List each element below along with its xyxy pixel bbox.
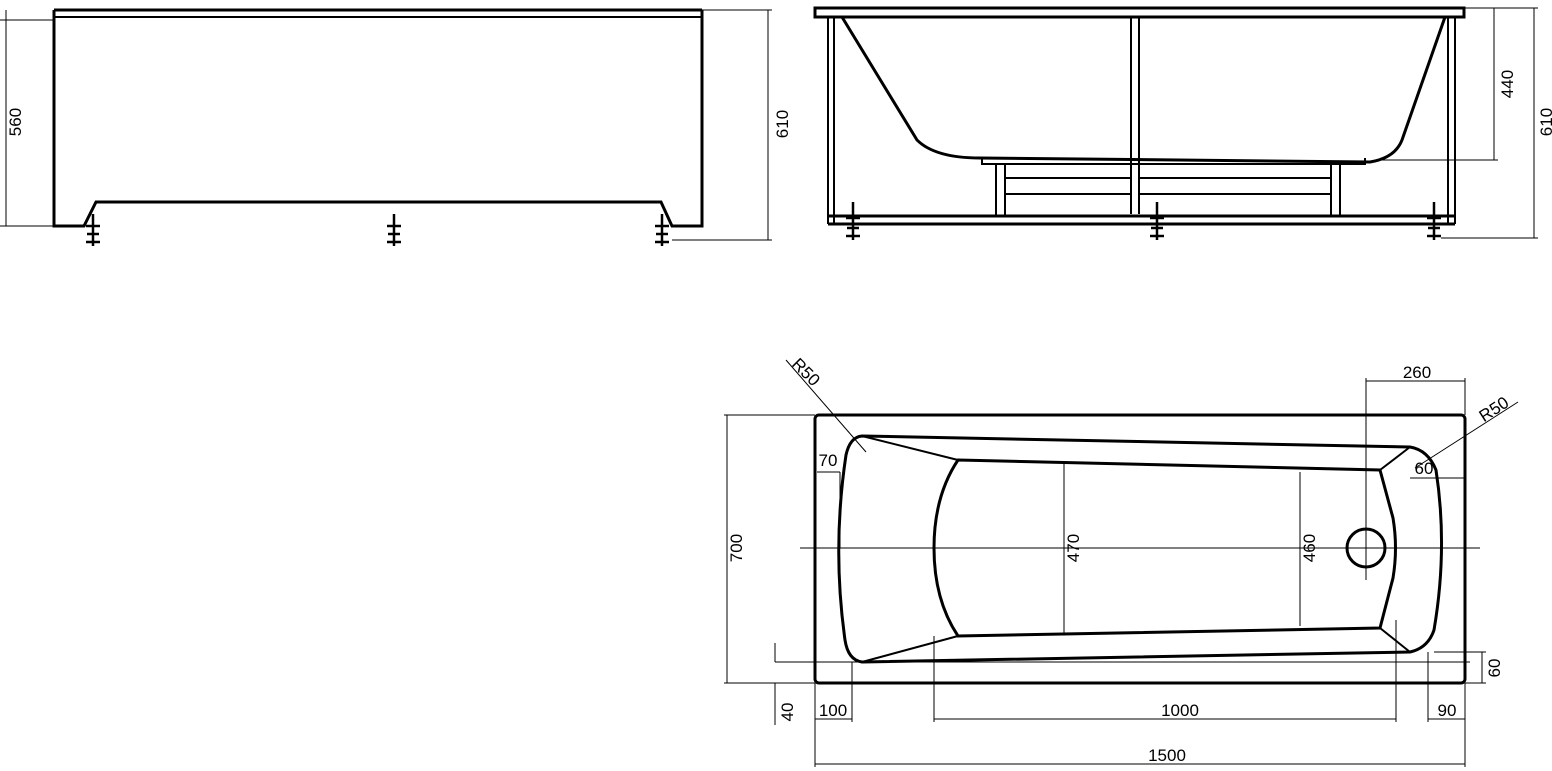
front-dim-560: 560 <box>0 10 54 227</box>
side-dim-610: 610 <box>1441 7 1552 239</box>
front-foot-right <box>655 214 669 246</box>
top-dim-60-corner: 60 <box>1410 459 1465 479</box>
front-foot-center <box>387 214 401 246</box>
side-foot-left <box>846 202 860 240</box>
top-dim-470: 470 <box>1063 462 1083 634</box>
front-dim-560-label: 560 <box>6 108 25 136</box>
top-outer-rim <box>813 413 1467 685</box>
top-dim-1000-label: 1000 <box>1161 701 1199 720</box>
top-basin-outline <box>837 434 1444 664</box>
top-dim-700: 700 <box>724 414 815 684</box>
top-dim-260: 260 <box>1366 363 1466 415</box>
side-rim <box>813 6 1466 19</box>
top-dim-260-label: 260 <box>1403 363 1431 382</box>
top-dim-r50-left-label: R50 <box>788 354 823 389</box>
front-panel-outline <box>52 10 704 228</box>
top-foot-diag-bottom <box>1379 627 1411 653</box>
top-head-diag-top <box>861 435 959 461</box>
top-dim-r50-right-label: R50 <box>1476 393 1513 426</box>
top-dim-60-rim: 60 <box>1434 651 1504 684</box>
side-dim-610-label: 610 <box>1537 108 1552 136</box>
top-dim-60-corner-label: 60 <box>1415 459 1434 478</box>
top-dim-1500: 1500 <box>814 722 1466 767</box>
side-dim-440: 440 <box>1380 7 1517 161</box>
top-view: R50 R50 260 70 60 700 <box>724 354 1519 767</box>
top-dim-460-label: 460 <box>1300 534 1319 562</box>
top-basin-floor <box>932 458 1397 638</box>
side-tub-body <box>840 16 1447 164</box>
top-dim-70-label: 70 <box>819 451 838 470</box>
top-dim-90: 90 <box>1427 652 1466 722</box>
top-dim-90-label: 90 <box>1438 701 1457 720</box>
top-dim-460: 460 <box>1299 472 1319 626</box>
top-dim-100: 100 <box>814 662 853 722</box>
top-dim-70: 70 <box>817 451 841 548</box>
top-dim-470-label: 470 <box>1064 534 1083 562</box>
side-tub-base <box>981 158 1366 165</box>
top-dim-40-label: 40 <box>778 703 797 722</box>
side-foot-center <box>1150 202 1164 240</box>
top-dim-40: 40 <box>774 643 797 725</box>
front-dim-610-label: 610 <box>773 110 792 138</box>
side-foot-right <box>1427 202 1441 240</box>
top-head-diag-bottom <box>861 635 959 663</box>
top-dim-1000: 1000 <box>933 620 1397 722</box>
side-view: 440 610 <box>813 6 1552 240</box>
front-dim-610: 610 <box>672 9 792 241</box>
top-dim-60-rim-label: 60 <box>1485 659 1504 678</box>
top-dim-1500-label: 1500 <box>1148 746 1186 765</box>
top-foot-diag-top <box>1379 446 1411 471</box>
front-view: 560 610 <box>0 8 792 246</box>
side-dim-440-label: 440 <box>1498 70 1517 98</box>
top-dim-100-label: 100 <box>819 701 847 720</box>
top-dim-700-label: 700 <box>727 534 746 562</box>
front-foot-left <box>86 214 100 246</box>
